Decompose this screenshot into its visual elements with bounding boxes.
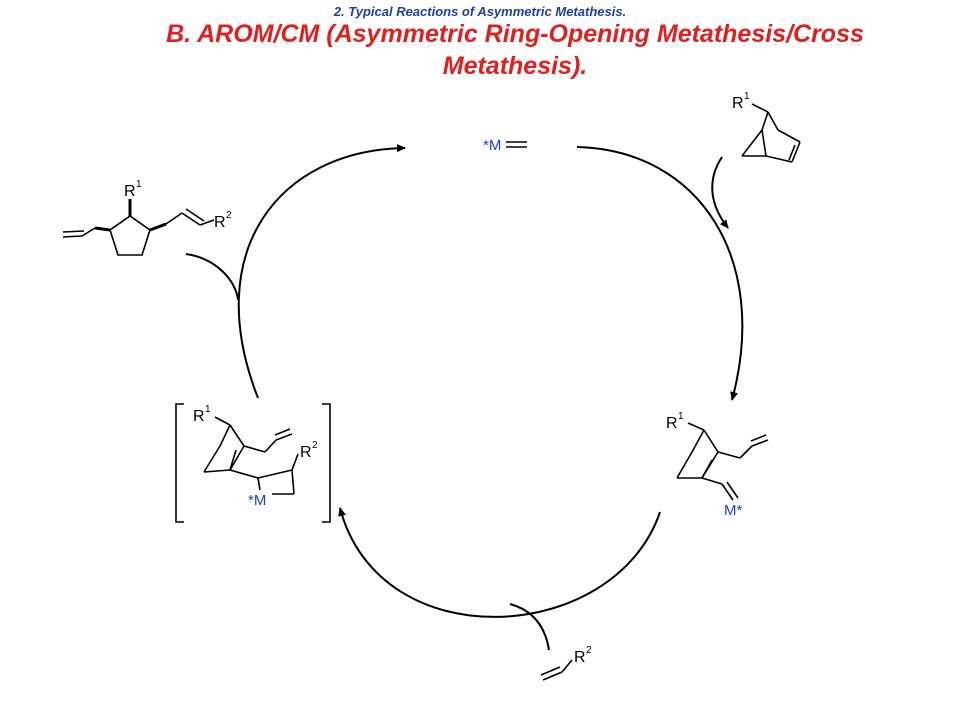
bracket-left — [175, 403, 184, 523]
r2-label-bottom: R — [574, 649, 586, 666]
r2-label-left: R — [300, 444, 312, 461]
r1-superscript-left: 1 — [205, 404, 211, 415]
norbornene-reactant: R 1 — [732, 91, 801, 163]
r1-superscript-right: 1 — [678, 411, 684, 422]
metal-label-right: M* — [724, 502, 742, 519]
metal-label-left: *M — [248, 492, 266, 509]
r1-superscript-top-left: 1 — [136, 179, 142, 190]
title-line-1: B. AROM/CM (Asymmetric Ring-Opening Meta… — [166, 20, 864, 48]
catalyst-label: *M — [483, 137, 501, 154]
section-subtitle: 2. Typical Reactions of Asymmetric Metat… — [333, 4, 627, 19]
r2-superscript-top-left: 2 — [226, 210, 232, 221]
bracket-right — [322, 403, 331, 523]
cycle-arc-top-left-arrow — [237, 144, 406, 399]
r1-superscript-top-right: 1 — [744, 91, 750, 102]
cycle-arc-bottom-arrow — [338, 507, 661, 618]
feed-arrow-norbornene — [711, 156, 729, 229]
r2-label-top-left: R — [214, 214, 226, 231]
slide-title: B. AROM/CM (Asymmetric Ring-Opening Meta… — [120, 18, 910, 82]
release-arrow-product — [185, 253, 239, 301]
feed-arrow-alkene — [509, 603, 550, 651]
r2-superscript-left: 2 — [312, 440, 318, 451]
cycle-arc-top-right-arrow — [576, 146, 744, 401]
metallacyclobutane-intermediate: R 1 R 2 *M — [175, 403, 331, 523]
r1-label-top-right: R — [732, 95, 744, 112]
title-line-2: Metathesis). — [442, 52, 588, 80]
ring-opened-alkylidene: R 1 M* — [666, 411, 769, 519]
r1-label-right: R — [666, 415, 678, 432]
cyclopentane-product: R 1 R 2 — [62, 179, 232, 256]
alkene-r2-reactant: R 2 — [540, 645, 592, 681]
r2-superscript-bottom: 2 — [586, 645, 592, 656]
r1-label-left: R — [193, 408, 205, 425]
cycle-arrows — [185, 144, 744, 651]
r1-label-top-left: R — [124, 183, 136, 200]
catalyst-metal-carbene: *M — [483, 137, 527, 154]
